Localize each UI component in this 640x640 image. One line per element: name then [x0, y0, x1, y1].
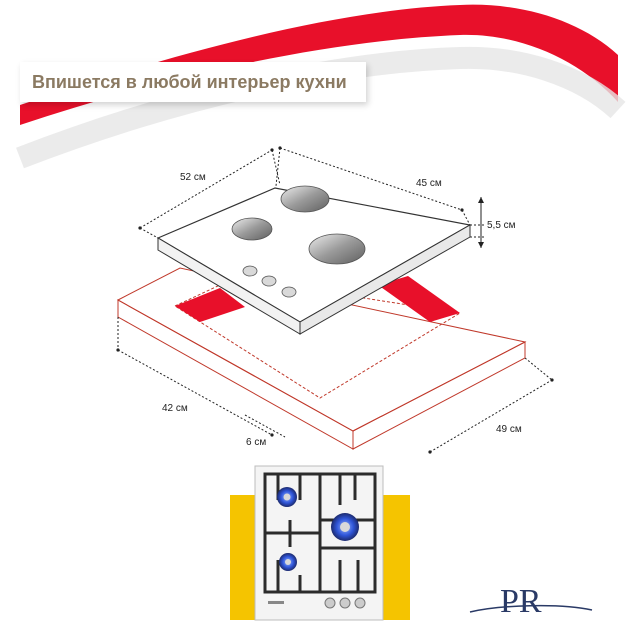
- red-swoosh: [20, 4, 618, 126]
- knob-2: [261, 275, 277, 287]
- dim-label-cutout-width: 42 см: [162, 403, 188, 414]
- knob-3: [281, 286, 297, 298]
- cutout-red-right: [378, 276, 460, 322]
- cutout-red-left: [175, 288, 245, 322]
- burner-rear: [280, 185, 330, 213]
- product-photo: [230, 465, 410, 621]
- photo-grates: [263, 472, 377, 594]
- photo-knobs: [324, 597, 366, 609]
- dim-label-width-top: 52 см: [180, 172, 206, 183]
- dim-label-edge-offset: 6 см: [246, 437, 266, 448]
- swoosh-shadow: [16, 46, 626, 169]
- headline-text: Впишется в любой интерьер кухни: [32, 71, 347, 92]
- hob-burners: [231, 185, 366, 265]
- brand-logo: PR: [469, 583, 593, 620]
- dimension-arrows: [116, 146, 554, 454]
- dim-label-height: 5,5 см: [487, 220, 516, 231]
- burner-left: [231, 217, 273, 241]
- dimension-lines: [117, 147, 553, 453]
- hob-knobs: [242, 265, 297, 298]
- dim-label-cutout-depth: 49 см: [496, 424, 522, 435]
- headline-banner: Впишется в любой интерьер кухни: [20, 62, 366, 102]
- burner-front-right: [308, 233, 366, 265]
- logo-letters: PR: [500, 583, 542, 620]
- dim-label-depth-top: 45 см: [416, 178, 442, 189]
- knob-1: [242, 265, 258, 277]
